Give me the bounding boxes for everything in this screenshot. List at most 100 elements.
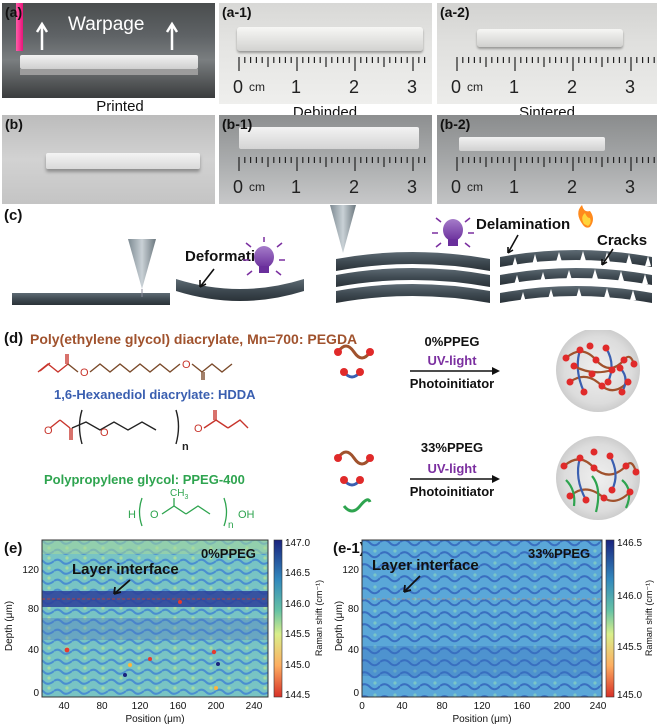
- cbar-tick: 145.0: [285, 660, 310, 671]
- caption-printed: Printed: [96, 98, 144, 115]
- stacked-layers: [336, 252, 490, 303]
- panel-label-e1: (e-1): [333, 540, 365, 557]
- hydrogen-atom: H: [128, 509, 136, 521]
- ytick: 0: [33, 688, 39, 699]
- warpage-text: Warpage: [68, 14, 145, 35]
- hdda-name: 1,6-Hexanediol diacrylate: HDDA: [54, 387, 256, 402]
- badge-33ppeg: 33%PPEG: [528, 546, 590, 561]
- photo-b-printed: [2, 115, 215, 204]
- xtick: 160: [514, 701, 531, 712]
- xtick: 240: [246, 701, 263, 712]
- raman-map-0ppeg: 0%PPEG Layer interface Depth (μm) 120 80…: [4, 538, 324, 725]
- xlabel-e: Position (μm): [125, 714, 184, 725]
- subscript-n: n: [182, 441, 189, 453]
- xtick: 120: [474, 701, 491, 712]
- arrow-icon: [199, 268, 215, 288]
- xtick: 240: [590, 701, 607, 712]
- subscript-n: n: [228, 520, 234, 530]
- reaction1-uv: UV-light: [427, 353, 477, 368]
- panel-label-e: (e): [4, 540, 23, 557]
- xtick: 40: [58, 701, 70, 712]
- ruler-number: 2: [567, 77, 577, 97]
- ytick: 80: [28, 604, 40, 615]
- arrow-icon: [403, 575, 421, 593]
- ruler-unit: cm: [249, 180, 265, 194]
- pegda-structure: O O: [37, 354, 233, 380]
- oxygen-atom: O: [80, 367, 89, 379]
- xtick: 200: [554, 701, 571, 712]
- ppeg-name: Polypropylene glycol: PPEG-400: [44, 472, 245, 487]
- nozzle-2: [330, 205, 356, 253]
- oxygen-atom: O: [194, 423, 203, 435]
- up-arrow-icon: [165, 21, 179, 50]
- debinded-bar-flat: [239, 127, 419, 149]
- colorbar-e1: [605, 539, 615, 698]
- ppeg-structure: CH3 H O n OH: [128, 488, 255, 530]
- deformation-label: Deformation: [185, 248, 273, 265]
- pegda-monomer: [334, 344, 374, 360]
- arrow-icon: [113, 579, 131, 595]
- annotation-layer-interface: Layer interface: [372, 557, 479, 574]
- printed-bar-flat: [46, 153, 200, 169]
- up-arrow-icon: [35, 21, 49, 50]
- xtick: 120: [132, 701, 149, 712]
- xtick: 80: [96, 701, 108, 712]
- cbar-tick: 146.5: [285, 568, 310, 579]
- map-field: [42, 540, 268, 697]
- printed-bar: [20, 55, 198, 69]
- sintered-bar-flat: [459, 137, 605, 151]
- ruler-number: 0: [233, 77, 243, 97]
- xtick: 160: [170, 701, 187, 712]
- pegda-monomer: [334, 450, 374, 466]
- arrow-icon: [507, 234, 519, 254]
- ytick: 0: [353, 688, 359, 699]
- oxygen-atom: O: [44, 425, 53, 437]
- flat-layer: [12, 293, 170, 305]
- xtick: 80: [436, 701, 448, 712]
- panel-label-a2: (a-2): [440, 4, 470, 20]
- panel-label-b1: (b-1): [222, 116, 253, 132]
- network-0-ppeg: [556, 330, 640, 412]
- ytick: 80: [348, 604, 360, 615]
- ytick: 120: [22, 565, 39, 576]
- ytick: 120: [342, 565, 359, 576]
- hdda-structure: O O n O: [44, 409, 249, 453]
- cbar-tick: 146.0: [617, 591, 642, 602]
- xtick: 0: [359, 701, 365, 712]
- panel-label-b: (b): [5, 116, 23, 132]
- cbar-tick: 146.0: [285, 599, 310, 610]
- delamination-label: Delamination: [476, 216, 570, 233]
- panel-label-b2: (b-2): [440, 116, 471, 132]
- badge-0ppeg: 0%PPEG: [201, 546, 256, 561]
- ruler-number: 0: [451, 177, 461, 197]
- ruler-unit: cm: [467, 80, 483, 94]
- cracks-label: Cracks: [597, 232, 647, 249]
- panel-label-a1: (a-1): [222, 4, 252, 20]
- ruler-number: 3: [625, 177, 635, 197]
- hdda-monomer: [340, 368, 364, 379]
- uv-bulb-icon-1: [243, 237, 285, 276]
- annotation-layer-interface: Layer interface: [72, 561, 179, 578]
- cbar-tick: 144.5: [285, 690, 310, 701]
- deformed-layer: [176, 279, 304, 301]
- reaction1-photoinitiator: Photoinitiator: [410, 376, 495, 391]
- cbar-label-e: Raman shift (cm⁻¹): [314, 580, 324, 656]
- uv-bulb-icon-2: [432, 217, 474, 248]
- xtick: 40: [396, 701, 408, 712]
- network-33-ppeg: [556, 436, 640, 520]
- fire-icon: [578, 205, 593, 228]
- sintered-bar-warped: [477, 29, 623, 47]
- ruler-number: 0: [233, 177, 243, 197]
- ruler-number: 1: [291, 177, 301, 197]
- reaction2-title: 33%PPEG: [421, 440, 483, 455]
- nozzle-red: [16, 3, 23, 51]
- oxygen-atom: O: [150, 509, 159, 521]
- ruler-unit: cm: [249, 80, 265, 94]
- panel-label-d: (d): [4, 330, 24, 347]
- nozzle-1: [128, 239, 156, 297]
